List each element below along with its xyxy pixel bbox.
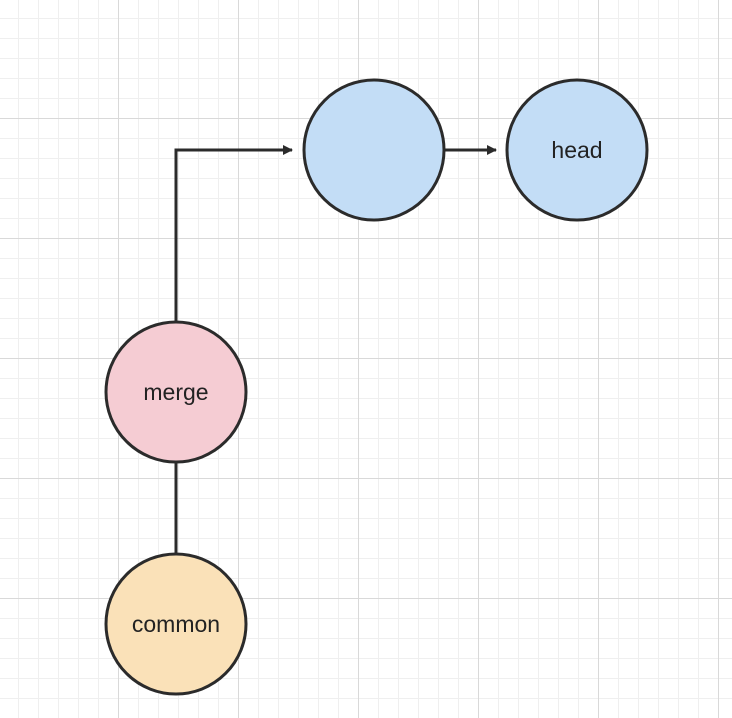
node-merge[interactable]: merge — [104, 320, 248, 464]
node-head-circle — [505, 78, 649, 222]
node-head-label: head — [551, 137, 602, 163]
node-common[interactable]: common — [104, 552, 248, 696]
node-common-label: common — [132, 611, 220, 637]
node-merge-circle — [104, 320, 248, 464]
edge-merge-to-top-commit — [174, 145, 293, 322]
node-top-commit[interactable] — [302, 78, 446, 222]
node-head[interactable]: head — [505, 78, 649, 222]
node-merge-label: merge — [143, 379, 208, 405]
node-common-circle — [104, 552, 248, 696]
node-top-commit-circle — [302, 78, 446, 222]
